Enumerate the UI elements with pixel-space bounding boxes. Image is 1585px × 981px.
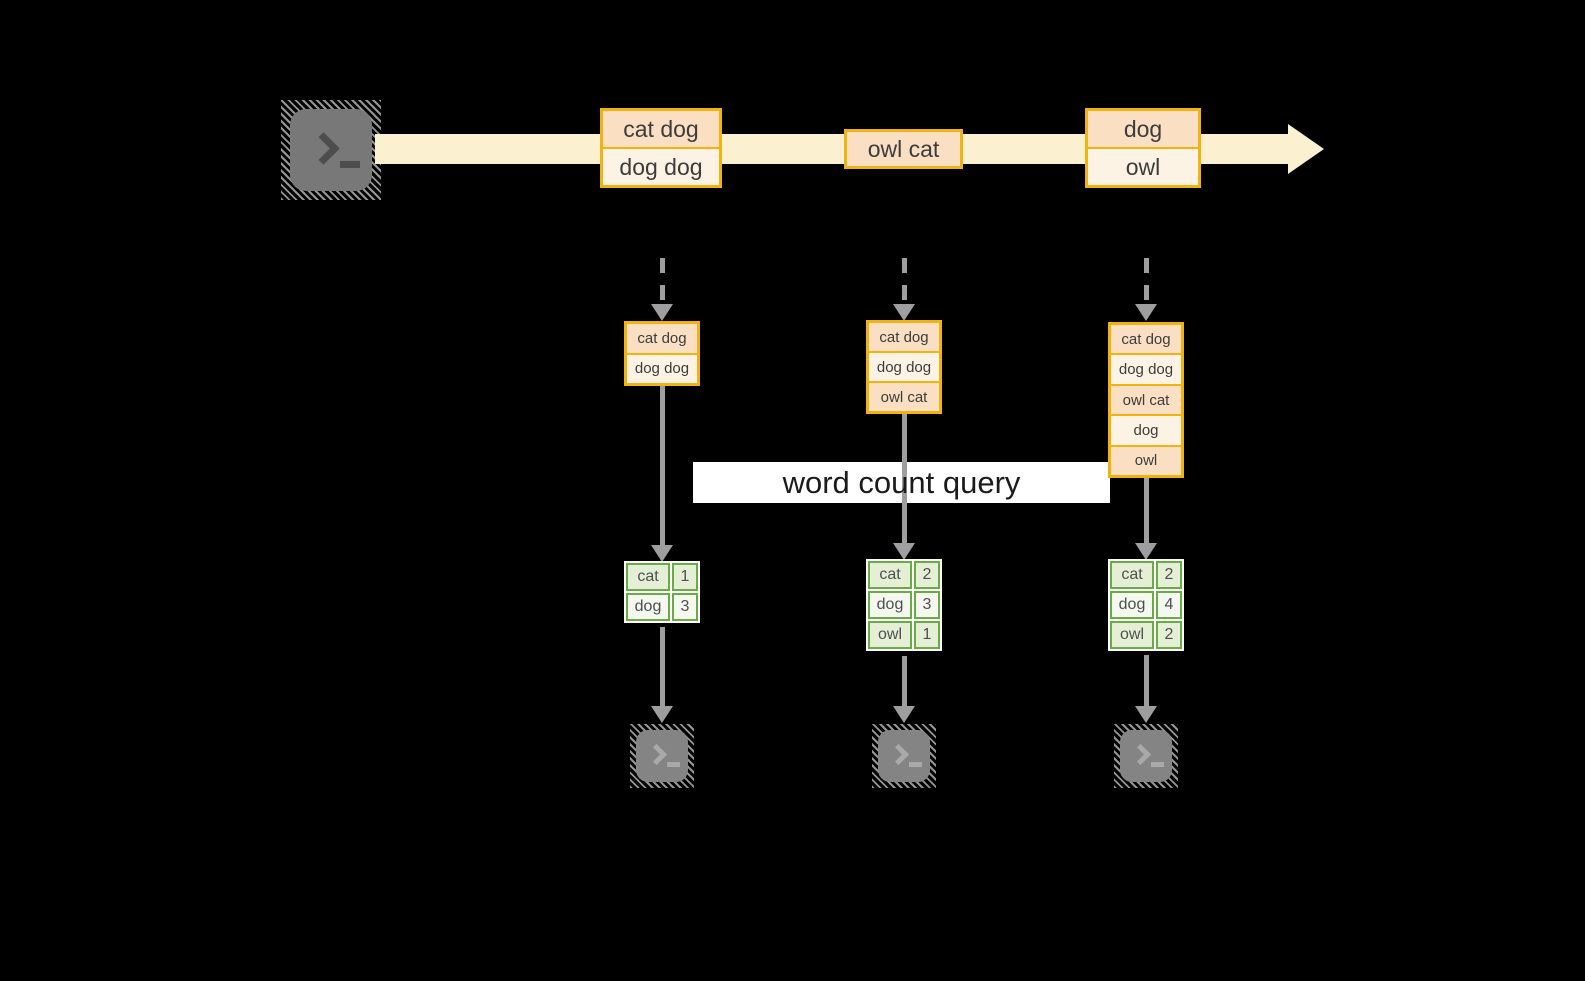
stream-arrow-head-icon — [1288, 124, 1324, 174]
buffer-cell: owl cat — [869, 381, 939, 411]
buffer-cell: cat dog — [627, 324, 697, 353]
buffer-cell: dog — [1111, 414, 1181, 445]
terminal-screen — [290, 109, 372, 191]
sink-terminal-icon-2 — [872, 724, 936, 788]
count-table-3: cat 2 dog 4 owl 2 — [1108, 559, 1184, 651]
connector-line — [1144, 478, 1149, 545]
prompt-underscore-icon — [667, 762, 680, 767]
word-cell: cat — [868, 561, 912, 589]
word-cell: cat — [1110, 561, 1154, 589]
sink-terminal-icon-1 — [630, 724, 694, 788]
down-arrowhead-icon — [651, 545, 673, 562]
count-cell: 2 — [914, 561, 940, 589]
count-cell: 2 — [1156, 561, 1182, 589]
connector-line — [902, 414, 907, 545]
ingest-arrowhead-icon — [1135, 304, 1157, 321]
word-cell: dog — [626, 593, 670, 621]
ingest-arrow-1 — [660, 258, 665, 304]
down-arrowhead-icon — [893, 706, 915, 723]
prompt-underscore-icon — [340, 161, 360, 168]
count-cell: 4 — [1156, 591, 1182, 619]
stream-event-3: dog owl — [1085, 108, 1201, 188]
terminal-screen — [878, 730, 930, 782]
table-row: cat 1 — [626, 563, 698, 591]
table-row: dog 4 — [1110, 591, 1182, 619]
table-row: dog 3 — [868, 591, 940, 619]
stream-event-2: owl cat — [844, 129, 963, 169]
terminal-screen — [1120, 730, 1172, 782]
stream-event-cell: owl cat — [847, 132, 960, 166]
word-cell: owl — [1110, 621, 1154, 649]
ingest-arrowhead-icon — [651, 304, 673, 321]
prompt-chevron-icon — [1129, 743, 1152, 766]
down-arrowhead-icon — [1135, 543, 1157, 560]
stream-event-cell: owl — [1088, 147, 1198, 185]
stream-event-cell: dog — [1088, 111, 1198, 147]
terminal-screen — [636, 730, 688, 782]
word-cell: dog — [868, 591, 912, 619]
buffer-cell: dog dog — [1111, 353, 1181, 384]
prompt-chevron-icon — [307, 132, 340, 165]
down-arrowhead-icon — [893, 543, 915, 560]
table-row: owl 2 — [1110, 621, 1182, 649]
buffer-cell: dog dog — [627, 352, 697, 383]
stream-event-1: cat dog dog dog — [600, 108, 722, 188]
count-cell: 3 — [672, 593, 698, 621]
down-arrowhead-icon — [1135, 706, 1157, 723]
table-row: cat 2 — [868, 561, 940, 589]
buffer-stack-1: cat dog dog dog — [624, 321, 700, 386]
table-row: dog 3 — [626, 593, 698, 621]
buffer-cell: cat dog — [869, 323, 939, 351]
buffer-cell: dog dog — [869, 351, 939, 381]
ingest-arrowhead-icon — [893, 304, 915, 321]
table-row: cat 2 — [1110, 561, 1182, 589]
word-cell: cat — [626, 563, 670, 591]
source-terminal-icon — [281, 100, 381, 200]
ingest-arrow-2 — [902, 258, 907, 304]
count-table-2: cat 2 dog 3 owl 1 — [866, 559, 942, 651]
buffer-cell: cat dog — [1111, 325, 1181, 354]
prompt-chevron-icon — [645, 743, 668, 766]
word-cell: dog — [1110, 591, 1154, 619]
ingest-arrow-3 — [1144, 258, 1149, 304]
count-cell: 1 — [672, 563, 698, 591]
count-cell: 1 — [914, 621, 940, 649]
prompt-underscore-icon — [1151, 762, 1164, 767]
buffer-cell: owl — [1111, 444, 1181, 476]
count-table-1: cat 1 dog 3 — [624, 561, 700, 623]
table-row: owl 1 — [868, 621, 940, 649]
buffer-cell: owl cat — [1111, 383, 1181, 415]
prompt-underscore-icon — [909, 762, 922, 767]
connector-line — [902, 656, 907, 707]
connector-line — [1144, 655, 1149, 707]
sink-terminal-icon-3 — [1114, 724, 1178, 788]
word-cell: owl — [868, 621, 912, 649]
prompt-chevron-icon — [887, 743, 910, 766]
count-cell: 2 — [1156, 621, 1182, 649]
stream-event-cell: cat dog — [603, 111, 719, 147]
connector-line — [660, 627, 665, 707]
connector-line — [660, 386, 665, 546]
down-arrowhead-icon — [651, 706, 673, 723]
query-banner — [693, 462, 1110, 503]
buffer-stack-2: cat dog dog dog owl cat — [866, 320, 942, 414]
count-cell: 3 — [914, 591, 940, 619]
buffer-stack-3: cat dog dog dog owl cat dog owl — [1108, 322, 1184, 478]
stream-event-cell: dog dog — [603, 147, 719, 185]
query-banner-label: word count query — [782, 464, 1021, 500]
